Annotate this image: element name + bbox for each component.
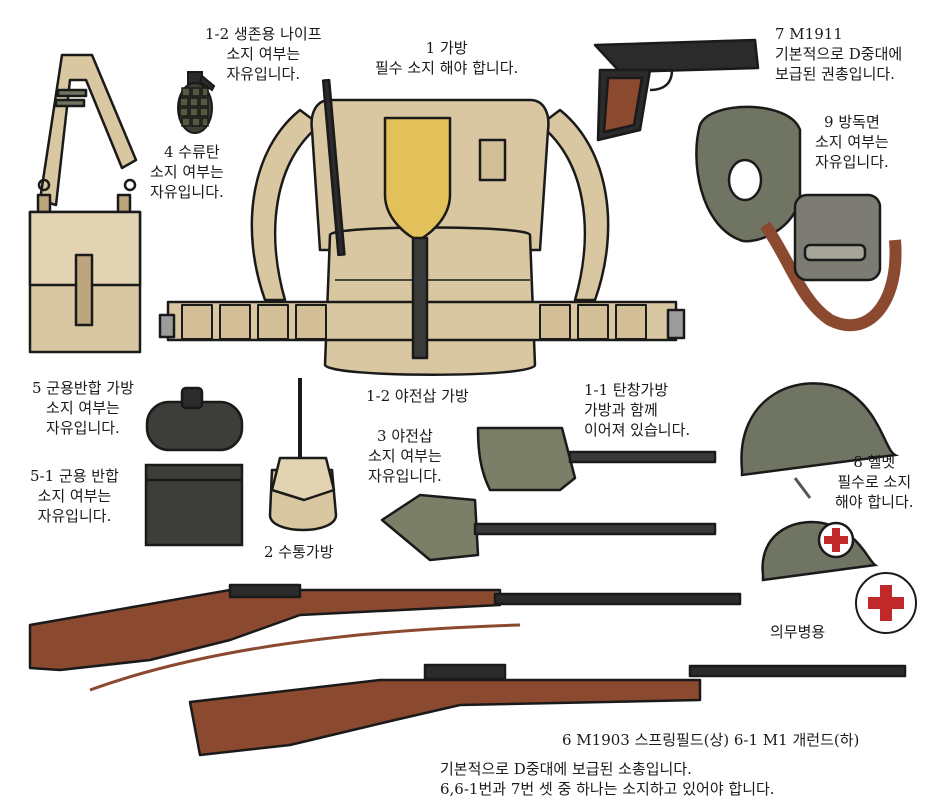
knife-desc-line2: 자유입니다. — [226, 65, 301, 83]
grenade-label: 4 수류탄 소지 여부는 자유입니다. — [150, 142, 224, 202]
ammobelt-title: 1-1 탄창가방 — [584, 381, 669, 399]
mess-kit-icon — [144, 463, 244, 547]
messbag-label: 5 군용반합 가방 소지 여부는 자유입니다. — [32, 378, 134, 438]
m1903-rifle-icon — [28, 583, 742, 692]
pistol-icon — [593, 38, 760, 142]
gas-mask-icon — [695, 105, 902, 332]
rifles-desc-line1: 기본적으로 D중대에 보급된 소총입니다. — [440, 760, 692, 778]
helmet-desc-line1: 필수로 소지 — [837, 473, 912, 491]
gasmask-desc-line2: 자유입니다. — [815, 153, 889, 171]
grenade-desc-line2: 자유입니다. — [150, 183, 224, 201]
helmet-icon — [740, 382, 900, 499]
shovel-desc-line1: 소지 여부는 — [368, 447, 442, 465]
backpack-label: 1 가방 필수 소지 해야 합니다. — [375, 38, 518, 78]
messbag-desc-line1: 소지 여부는 — [46, 399, 120, 417]
rifles-desc-line2: 6,6-1번과 7번 셋 중 하나는 소지하고 있어야 합니다. — [440, 780, 775, 798]
gasmask-title: 9 방독면 — [824, 113, 880, 131]
shovel-label: 3 야전삽 소지 여부는 자유입니다. — [368, 426, 442, 486]
ammobelt-desc-line2: 이어져 있습니다. — [584, 421, 691, 439]
messkit-label: 5-1 군용 반합 소지 여부는 자유입니다. — [30, 466, 119, 526]
messkit-desc-line1: 소지 여부는 — [37, 487, 112, 505]
pistol-title: 7 M1911 — [775, 25, 843, 43]
shovel-icon — [380, 426, 717, 562]
backpack-title: 1 가방 — [425, 39, 468, 57]
medic-helmet-icon — [761, 520, 879, 582]
canteen-title: 2 수통가방 — [264, 543, 334, 561]
knife-desc-line1: 소지 여부는 — [226, 45, 301, 63]
ammobelt-desc-line1: 가방과 함께 — [584, 401, 658, 419]
gasmask-label: 9 방독면 소지 여부는 자유입니다. — [815, 112, 889, 172]
m1-garand-rifle-icon — [188, 663, 907, 757]
canteen-pouch-icon — [268, 378, 338, 532]
messbag-title: 5 군용반합 가방 — [32, 379, 134, 397]
rifles-title: 6 M1903 스프링필드(상) 6-1 M1 개런드(하) — [562, 731, 860, 749]
messkit-desc-line2: 자유입니다. — [37, 507, 112, 525]
helmet-desc-line2: 해야 합니다. — [835, 493, 914, 511]
mess-kit-lid-icon — [145, 386, 244, 452]
ammobelt-label: 1-1 탄창가방 가방과 함께 이어져 있습니다. — [584, 380, 690, 440]
helmet-title: 8 헬멧 — [853, 453, 896, 471]
knife-title: 1-2 생존용 나이프 — [205, 25, 322, 43]
helmet-label: 8 헬멧 필수로 소지 해야 합니다. — [835, 452, 914, 512]
red-cross-icon — [855, 572, 917, 634]
knife-icon — [321, 78, 346, 257]
gasmask-desc-line1: 소지 여부는 — [815, 133, 889, 151]
medic-title: 의무병용 — [770, 623, 826, 641]
shovelbag-label: 1-2 야전삽 가방 — [366, 386, 469, 406]
pistol-label: 7 M1911 기본적으로 D중대에 보급된 권총입니다. — [775, 24, 902, 84]
pistol-desc-line2: 보급된 권총입니다. — [775, 65, 895, 83]
shovelbag-title: 1-2 야전삽 가방 — [366, 387, 469, 405]
backpack-icon — [158, 78, 686, 376]
shovel-title: 3 야전삽 — [377, 427, 433, 445]
grenade-title: 4 수류탄 — [164, 143, 220, 161]
grenade-icon — [177, 71, 216, 134]
messkit-title: 5-1 군용 반합 — [30, 467, 119, 485]
shovel-desc-line2: 자유입니다. — [368, 467, 442, 485]
messbag-desc-line2: 자유입니다. — [46, 419, 120, 437]
grenade-desc-line1: 소지 여부는 — [150, 163, 224, 181]
medic-label: 의무병용 — [770, 622, 825, 642]
canteen-label: 2 수통가방 — [264, 542, 334, 562]
knife-label: 1-2 생존용 나이프 소지 여부는 자유입니다. — [205, 24, 322, 84]
shoulder-bag-icon — [28, 53, 142, 354]
pistol-desc-line1: 기본적으로 D중대에 — [775, 45, 903, 63]
backpack-desc: 필수 소지 해야 합니다. — [375, 59, 519, 77]
